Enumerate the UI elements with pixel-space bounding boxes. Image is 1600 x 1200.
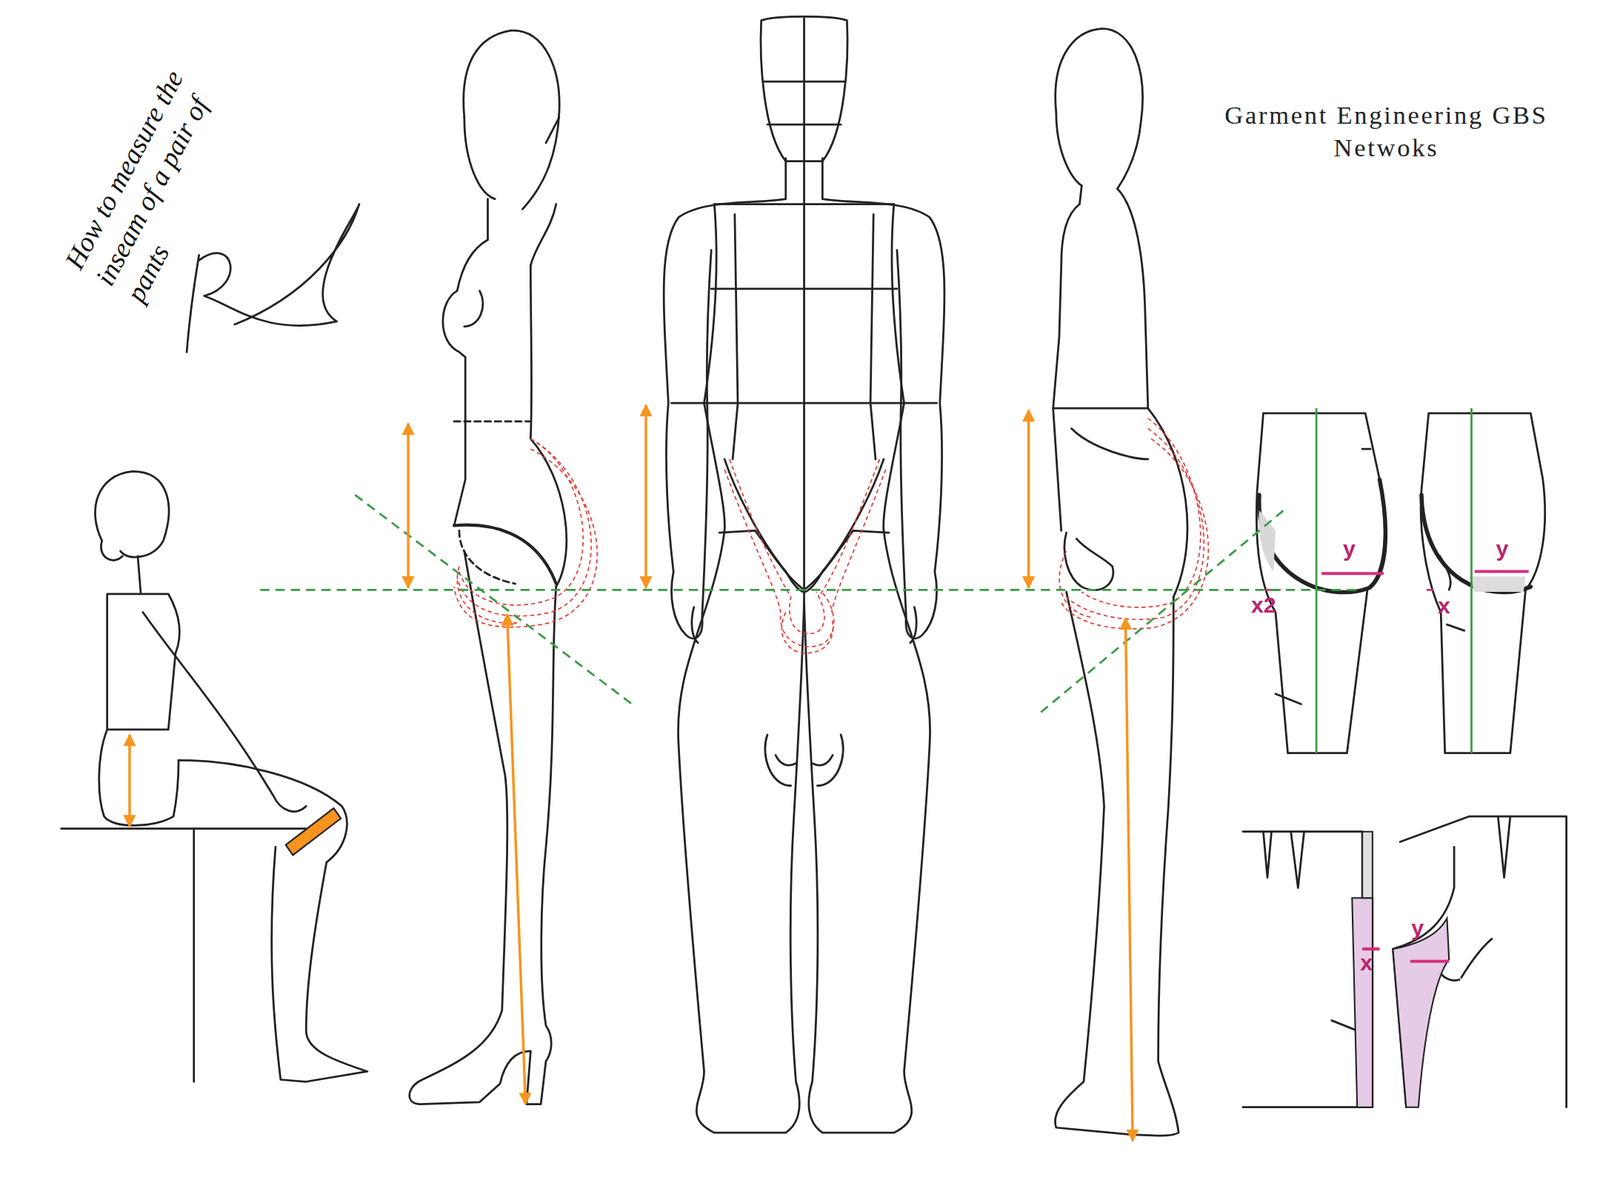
- drawn-line: [1421, 494, 1531, 592]
- drawn-line: [1420, 413, 1546, 754]
- figures: [61, 16, 1567, 1136]
- drawn-line: [1071, 428, 1148, 460]
- drawn-line: [691, 607, 698, 643]
- drawn-line: [454, 448, 598, 628]
- fit-curves: [454, 418, 1209, 654]
- drawn-line: [724, 469, 835, 647]
- drawn-line: [1027, 410, 1030, 589]
- drawn-line: [1259, 479, 1386, 592]
- drawn-line: [671, 81, 937, 403]
- drawn-line: [1081, 418, 1200, 608]
- drawn-line: [1053, 185, 1083, 532]
- drawn-line: [128, 734, 131, 827]
- drawn-line: [464, 117, 495, 199]
- g-element: [663, 158, 804, 1134]
- g-element: [1321, 571, 1529, 961]
- drawn-line: [1055, 28, 1143, 189]
- drawn-line: [1258, 510, 1276, 572]
- drawn-line: [463, 30, 560, 209]
- drawn-line: [678, 204, 805, 1134]
- drawn-line: [99, 729, 179, 826]
- knee-band: [285, 808, 341, 855]
- drawn-line: [1125, 618, 1133, 1141]
- drawn-line: [178, 760, 368, 1082]
- drawn-line: [457, 566, 520, 624]
- drawn-line: [142, 612, 306, 812]
- drawn-line: [1053, 407, 1149, 410]
- drawn-line: [1242, 831, 1373, 1108]
- drawn-line: [1351, 897, 1373, 1107]
- drawn-line: [137, 556, 141, 595]
- handwritten-note: How to measure the inseam of a pair of p…: [57, 51, 260, 309]
- drawn-line: [1117, 188, 1188, 598]
- drawn-line: [459, 438, 583, 606]
- drawn-line: [530, 204, 556, 266]
- drawn-line: [545, 117, 560, 143]
- drawn-line: [260, 588, 1358, 592]
- pattern-label: y: [1342, 537, 1356, 562]
- drawn-line: [1262, 831, 1304, 889]
- pattern-label: y: [1411, 916, 1424, 941]
- drawn-line: [1362, 831, 1373, 899]
- g-element: [1316, 408, 1472, 754]
- drawn-line: [729, 459, 825, 635]
- drawn-line: [507, 614, 526, 1104]
- crotch-lines: [260, 494, 1358, 712]
- drawn-line: [1497, 816, 1511, 878]
- pattern-label: x2: [1251, 592, 1277, 618]
- pattern-label: x: [1360, 951, 1373, 976]
- drawn-line: [486, 199, 489, 240]
- drawn-line: [724, 459, 804, 592]
- drawn-line: [464, 291, 483, 327]
- drawn-line: [765, 734, 797, 786]
- drawn-line: [1469, 576, 1526, 592]
- drawn-line: [1316, 408, 1472, 754]
- pattern-label: y: [1496, 537, 1509, 562]
- drawn-line: [442, 240, 489, 526]
- drawn-line: [61, 827, 307, 830]
- drawn-line: [663, 158, 786, 639]
- drawn-line: [732, 214, 738, 460]
- drawn-line: [644, 405, 647, 589]
- drawn-line: [192, 828, 195, 1083]
- drawn-line: [1056, 112, 1082, 186]
- diagram-title: Garment Engineering GBS Netwoks: [1220, 99, 1553, 165]
- drawn-line: [406, 423, 409, 589]
- drawn-line: [530, 265, 566, 587]
- drawn-line: [409, 551, 557, 1105]
- drawn-line: [1275, 448, 1465, 704]
- drawn-line: [1064, 532, 1114, 590]
- drawn-line: [94, 471, 169, 558]
- use-element: [804, 158, 945, 1134]
- drawn-line: [285, 808, 341, 855]
- pattern-label: x: [1437, 594, 1451, 619]
- measure-arrows: [129, 405, 1133, 1141]
- drawn-line: [1040, 510, 1284, 713]
- drawn-line: [354, 494, 635, 706]
- drawn-line: [1321, 571, 1529, 961]
- drawn-line: [1392, 918, 1449, 1108]
- drawn-line: [1054, 591, 1179, 1136]
- pattern-shading: [1258, 408, 1529, 1108]
- drawn-line: [1061, 438, 1209, 629]
- drawn-line: [802, 18, 806, 603]
- drawn-line: [1256, 413, 1385, 754]
- drawn-line: [781, 612, 833, 654]
- drawn-line: [186, 204, 360, 353]
- drawn-line: [100, 540, 123, 560]
- drawn-line: [454, 420, 531, 423]
- drawn-line: [1059, 551, 1092, 618]
